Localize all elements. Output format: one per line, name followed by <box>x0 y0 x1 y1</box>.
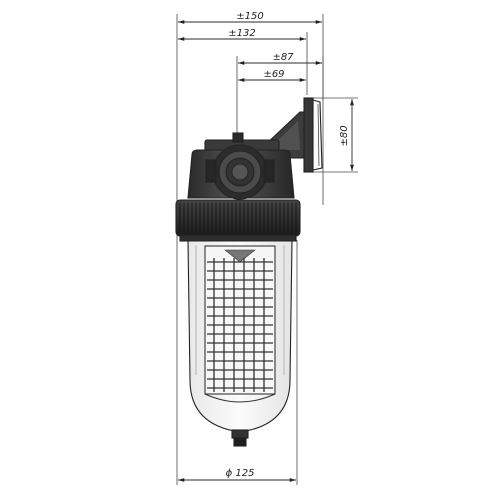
dimension-body-width: ±132 <box>178 28 306 41</box>
extension-lines <box>176 14 358 485</box>
dimension-overall-width-label: ±150 <box>236 11 263 22</box>
dimension-mount-inner-label: ±69 <box>263 69 284 80</box>
drain-valve <box>231 429 249 447</box>
dimension-bracket-height: ±80 <box>339 99 354 171</box>
filter-cartridge <box>204 245 276 403</box>
dimension-bowl-diameter-label: ϕ 125 <box>226 468 255 479</box>
dimension-overall-width: ±150 <box>178 11 322 24</box>
dimension-bowl-diameter: ϕ 125 <box>178 468 296 482</box>
dimension-mount-outer: ±87 <box>238 52 322 65</box>
dimension-body-width-label: ±132 <box>228 28 255 39</box>
dimension-bracket-height-label: ±80 <box>339 125 350 146</box>
dimension-mount-outer-label: ±87 <box>272 52 294 63</box>
dimension-mount-inner: ±69 <box>238 69 306 82</box>
filter-head <box>187 132 295 200</box>
bowl-ring <box>175 199 301 242</box>
